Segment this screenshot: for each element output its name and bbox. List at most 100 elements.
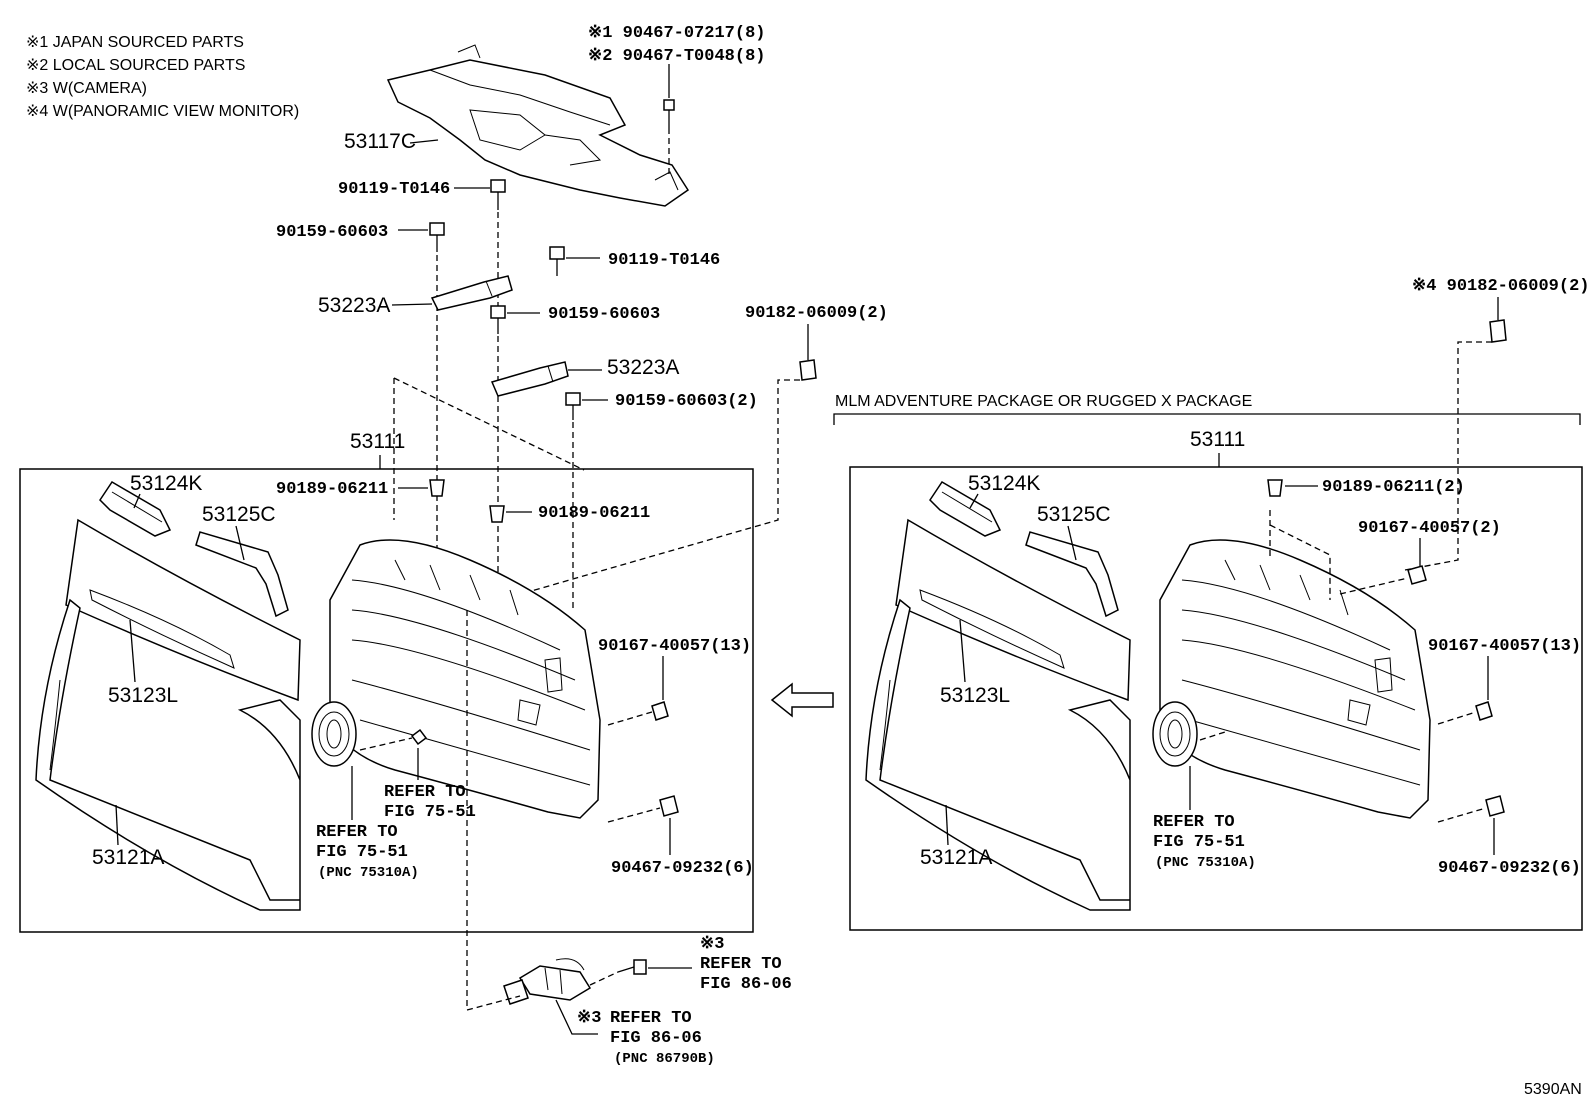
leader-left-molding-low <box>115 804 119 846</box>
left-molding-side <box>195 531 289 618</box>
label-bolt-90119-a: 90119-T0146 <box>338 180 450 199</box>
left-label-molding-low: 53121A <box>92 846 164 869</box>
left-label-molding-mid: 53123L <box>108 684 178 707</box>
footer-code: 5390AN <box>1524 1081 1582 1098</box>
leader-right-molding-top <box>969 493 979 509</box>
left-clip-b-icon <box>489 505 505 523</box>
left-label-clip-b: 90189-06211 <box>538 504 650 523</box>
leader-camera-refer-b <box>555 999 598 1035</box>
right-grille <box>1159 539 1431 819</box>
leader-right-molding-low <box>945 804 949 846</box>
left-label-clip-a: 90189-06211 <box>276 480 388 499</box>
left-refer-b-line2: FIG 75-51 <box>316 843 408 862</box>
label-nut-right: ※4 90182-06009(2) <box>1412 277 1589 296</box>
right-molding-mid <box>895 518 1131 702</box>
guide-right-screw-2 <box>1339 577 1409 595</box>
right-molding-side <box>1025 531 1119 618</box>
left-label-screw-13: 90167-40057(13) <box>598 637 751 656</box>
notes-legend: ※1 JAPAN SOURCED PARTS ※2 LOCAL SOURCED … <box>26 34 299 120</box>
camera-note-mark: ※3 <box>700 935 724 954</box>
right-emblem <box>1152 701 1198 767</box>
leader-right-molding-mid <box>959 619 966 683</box>
right-refer-line2: FIG 75-51 <box>1153 833 1245 852</box>
left-box <box>19 468 754 933</box>
camera-refer-b-line2: FIG 86-06 <box>610 1029 702 1048</box>
camera-bracket <box>503 958 592 1005</box>
left-refer-b-line1: REFER TO <box>316 823 398 842</box>
right-refer-line3: (PNC 75310A) <box>1155 855 1256 871</box>
left-label-molding-side: 53125C <box>202 503 276 526</box>
right-label-clip: 90189-06211(2) <box>1322 478 1465 497</box>
right-screw-2-icon <box>1407 565 1427 585</box>
left-refer-a-line2: FIG 75-51 <box>384 803 476 822</box>
label-bracket-a: 53223A <box>318 294 390 317</box>
left-molding-mid <box>65 518 301 702</box>
cover-53117c <box>386 44 690 207</box>
guide-left-screw-6 <box>607 807 661 823</box>
bolt-icon-a <box>490 179 506 210</box>
right-molding-low <box>865 598 1131 911</box>
leader-right-molding-side <box>1067 525 1077 561</box>
note-3: ※3 W(CAMERA) <box>26 80 147 97</box>
right-label-screw-6: 90467-09232(6) <box>1438 859 1581 878</box>
label-top-bolt-1: ※1 90467-07217(8) <box>588 24 765 43</box>
label-top-bolt-2: ※2 90467-T0048(8) <box>588 47 765 66</box>
label-nut-left: 90182-06009(2) <box>745 304 888 323</box>
left-clip-icon <box>410 728 428 746</box>
direction-arrow <box>770 682 834 718</box>
leader-left-molding-mid <box>129 619 136 683</box>
right-label-molding-top: 53124K <box>968 472 1040 495</box>
package-title: MLM ADVENTURE PACKAGE OR RUGGED X PACKAG… <box>835 393 1252 410</box>
bolt-icon-d <box>490 305 506 334</box>
right-label-screw-2: 90167-40057(2) <box>1358 519 1501 538</box>
right-label-molding-mid: 53123L <box>940 684 1010 707</box>
right-clip-icon <box>1267 479 1283 497</box>
left-grille <box>329 539 601 819</box>
guide-right-screw-6 <box>1437 807 1487 823</box>
camera-refer-a-line1: REFER TO <box>700 955 782 974</box>
camera-refer-b-mark: ※3 <box>577 1009 601 1028</box>
leader-bracket-a <box>391 303 433 306</box>
right-label-molding-side: 53125C <box>1037 503 1111 526</box>
guide-left-screw-13 <box>607 711 653 726</box>
note-2: ※2 LOCAL SOURCED PARTS <box>26 57 245 74</box>
bolt-icon-c <box>549 246 565 276</box>
camera-refer-b-line1: REFER TO <box>610 1009 692 1028</box>
left-refer-b-line3: (PNC 75310A) <box>318 865 419 881</box>
label-grille-right: 53111 <box>1190 428 1245 451</box>
left-clip-a-icon <box>429 479 445 497</box>
label-grille-left: 53111 <box>350 430 405 453</box>
top-bolt-icon <box>663 99 675 128</box>
leader-left-molding-top <box>133 493 141 509</box>
bracket-a <box>430 275 513 311</box>
camera-refer-a-line2: FIG 86-06 <box>700 975 792 994</box>
label-bolt-90159-c: 90159-60603(2) <box>615 392 758 411</box>
label-bolt-90159-a: 90159-60603 <box>276 223 388 242</box>
camera-refer-b-line3: (PNC 86790B) <box>614 1051 715 1067</box>
guide-right-screw-13 <box>1437 711 1477 725</box>
bolt-icon-b <box>429 222 445 252</box>
bolt-icon-e <box>565 392 581 420</box>
left-label-screw-6: 90467-09232(6) <box>611 859 754 878</box>
leader-left-molding-side <box>235 525 245 561</box>
label-bolt-90159-b: 90159-60603 <box>548 305 660 324</box>
right-screw-13-icon <box>1475 701 1493 721</box>
guide-camera-bracket <box>466 995 521 1011</box>
leader-cover <box>409 139 439 144</box>
left-molding-top <box>99 480 172 537</box>
guide-nut-left <box>499 379 800 601</box>
nut-icon-left <box>799 359 817 381</box>
right-box <box>849 466 1583 931</box>
guide-right-clip <box>1269 510 1331 600</box>
right-label-molding-low: 53121A <box>920 846 992 869</box>
label-cover: 53117C <box>344 130 416 153</box>
right-refer-line1: REFER TO <box>1153 813 1235 832</box>
package-bracket <box>833 413 1581 425</box>
left-emblem <box>311 701 357 767</box>
bracket-b <box>490 361 569 397</box>
guide-grille-top <box>393 377 585 471</box>
note-1: ※1 JAPAN SOURCED PARTS <box>26 34 244 51</box>
label-bracket-b: 53223A <box>607 356 679 379</box>
